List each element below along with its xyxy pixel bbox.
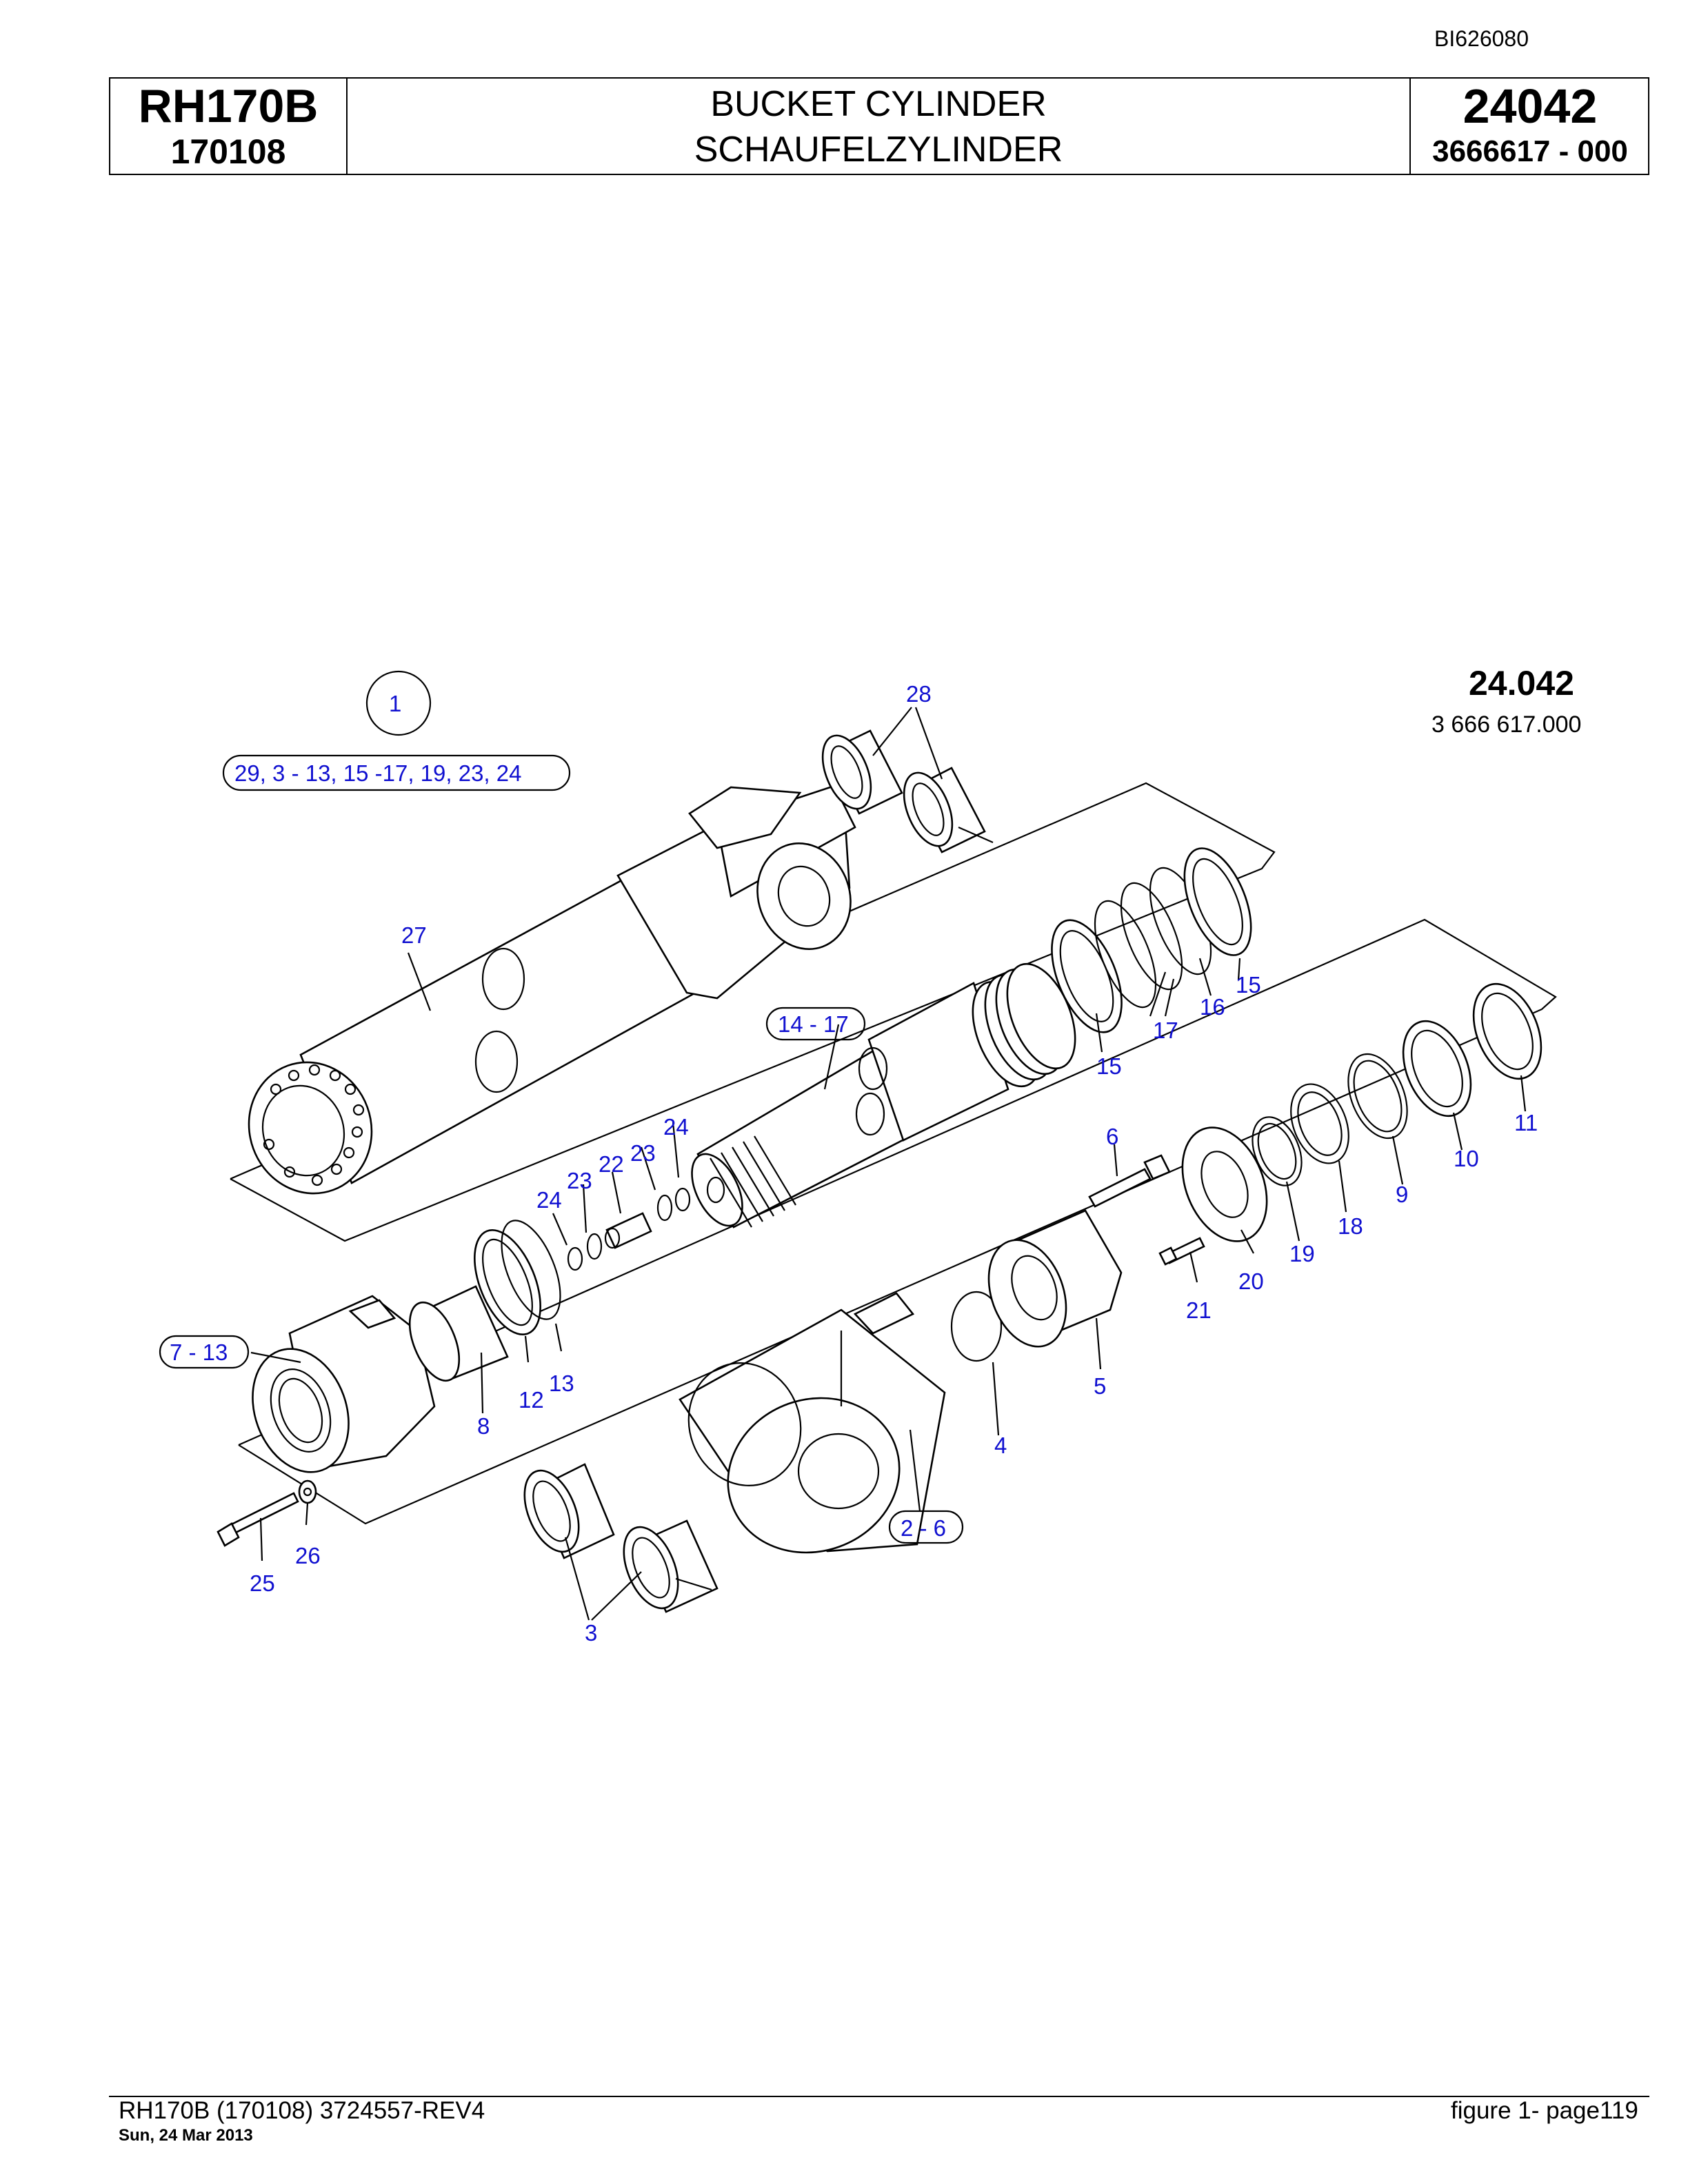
item-5: 5: [1094, 1373, 1106, 1399]
cylinder-head: [252, 1220, 561, 1473]
title-block-model-cell: RH170B 170108: [110, 79, 348, 174]
serial-number: 170108: [170, 132, 286, 171]
gland-bolt: [1088, 1154, 1171, 1208]
item-27: 27: [401, 922, 427, 948]
head-bolt-and-washer: [217, 1479, 317, 1547]
assembly-contents-oval: [222, 754, 571, 791]
cylinder-barrel: [248, 785, 856, 1195]
flange-bolt: [1158, 1237, 1205, 1266]
callout-assembly-contents: 29, 3 - 13, 15 -17, 19, 23, 24: [234, 760, 521, 786]
rod-threads: [710, 1135, 796, 1228]
rod-small-parts: [567, 1187, 691, 1271]
title-block: RH170B 170108 BUCKET CYLINDER SCHAUFELZY…: [109, 77, 1649, 175]
figure-number: 24042: [1463, 79, 1598, 133]
item-21: 21: [1186, 1297, 1212, 1323]
title-german: SCHAUFELZYLINDER: [694, 130, 1063, 170]
assembly-callout-circle: [365, 670, 432, 736]
item-26: 26: [295, 1543, 321, 1568]
piston-seal-rings: [1051, 847, 1252, 1033]
document-id: BI626080: [1434, 26, 1529, 51]
item-12: 12: [519, 1387, 544, 1413]
callout-assembly: 1: [389, 691, 401, 716]
piston-head: [972, 962, 1076, 1088]
lower-group-outline: [238, 918, 1557, 1525]
item-23-right: 23: [630, 1140, 656, 1166]
bearing-bushings-bottom: [523, 1463, 719, 1613]
footer-date: Sun, 24 Mar 2013: [119, 2126, 253, 2145]
item-17: 17: [1153, 1018, 1178, 1043]
bearing-bushings-top: [821, 729, 994, 853]
footer-page-reference: figure 1- page119: [1451, 2097, 1638, 2124]
item-28: 28: [906, 681, 932, 707]
item-16: 16: [1200, 994, 1225, 1020]
title-block-number-cell: 24042 3666617 - 000: [1411, 79, 1649, 174]
part-number: 3666617 - 000: [1432, 134, 1628, 168]
item-3: 3: [585, 1620, 597, 1646]
leader-lines: [250, 707, 1527, 1621]
item-15-upper: 15: [1236, 972, 1261, 998]
guide-flange: [1181, 1126, 1268, 1242]
item-15-lower: 15: [1096, 1053, 1122, 1079]
item-4: 4: [994, 1433, 1007, 1458]
footer-rule: [109, 2096, 1649, 2097]
item-22: 22: [599, 1151, 624, 1177]
item-19: 19: [1289, 1241, 1315, 1266]
item-10: 10: [1454, 1146, 1479, 1171]
rod-group-oval: [765, 1007, 866, 1041]
rod-eye: [679, 1292, 946, 1554]
item-24-left: 24: [536, 1187, 562, 1213]
model-name: RH170B: [138, 80, 319, 132]
callout-eye-group: 2 - 6: [901, 1515, 946, 1541]
o-ring: [950, 1291, 1003, 1362]
item-18: 18: [1338, 1213, 1363, 1239]
item-6: 6: [1106, 1124, 1118, 1149]
gland-nut: [987, 1209, 1123, 1348]
item-9: 9: [1396, 1182, 1408, 1207]
title-english: BUCKET CYLINDER: [710, 84, 1047, 124]
head-seal-rings: [1252, 982, 1543, 1186]
item-13: 13: [549, 1371, 574, 1396]
item-25: 25: [250, 1570, 275, 1596]
title-block-title-cell: BUCKET CYLINDER SCHAUFELZYLINDER: [348, 79, 1411, 174]
head-group-oval: [159, 1335, 250, 1369]
item-11: 11: [1514, 1110, 1538, 1135]
callout-head-group: 7 - 13: [170, 1339, 228, 1365]
item-24-right: 24: [663, 1114, 689, 1140]
footer-document-reference: RH170B (170108) 3724557-REV4: [119, 2097, 485, 2124]
eye-group-oval: [888, 1510, 964, 1544]
piston-rod: [691, 962, 1076, 1228]
page-reference-part: 3 666 617.000: [1431, 711, 1582, 738]
callout-rod-group: 14 - 17: [778, 1011, 849, 1037]
item-8: 8: [477, 1413, 490, 1439]
item-23-left: 23: [567, 1168, 592, 1193]
item-20: 20: [1238, 1268, 1264, 1294]
barrel-bolt-holes: [263, 1064, 365, 1186]
upper-group-outline: [230, 782, 1276, 1242]
page-reference-number: 24.042: [1469, 664, 1574, 702]
